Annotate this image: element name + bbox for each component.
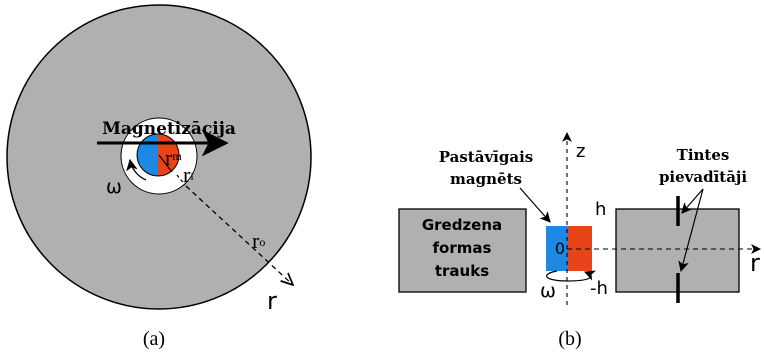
rotation-arrow-b (546, 270, 597, 282)
ro-label: ro (252, 228, 265, 253)
omega-label-b: ω (540, 280, 556, 302)
magnet-label-line2: magnēts (450, 170, 522, 188)
magnet-outline (136, 133, 180, 177)
rm-label: rm (165, 145, 182, 170)
caption-b: (b) (558, 328, 581, 350)
panel-b: Gredzena formas trauks 0 z r ω h -h Past… (398, 132, 761, 350)
rotation-arrow-a (126, 158, 147, 181)
electrodes-callout-bottom (678, 188, 704, 273)
vessel-label-line3: trauks (435, 262, 489, 280)
electrodes-label-line2: pievadītāji (659, 168, 747, 186)
origin-label: 0 (555, 239, 565, 258)
magnet-blue-half (546, 226, 568, 271)
r-axis-label-a: r (267, 287, 277, 315)
ri-radius-line (176, 174, 186, 186)
panel-a: Magnetizācija rm ri ω ro r (a) (6, 4, 312, 350)
h-bottom-label: -h (590, 278, 608, 299)
electrodes-callout-top (681, 188, 704, 214)
r-axis-label-b: r (750, 249, 760, 277)
vessel-label-line2: formas (433, 239, 492, 257)
electrodes-label-line1: Tintes (677, 146, 730, 164)
magnet-label-line1: Pastāvīgais (439, 148, 533, 166)
omega-label-a: ω (106, 176, 122, 198)
magnet-callout-arrow (519, 187, 551, 223)
ri-label: ri (183, 162, 194, 187)
caption-a: (a) (143, 328, 165, 350)
radial-dashed-line (185, 185, 293, 285)
h-top-label: h (595, 199, 606, 220)
magnetization-label: Magnetizācija (102, 119, 236, 139)
rm-radius-line (158, 154, 173, 173)
vessel-label-line1: Gredzena (422, 216, 502, 234)
vessel-left-section (398, 208, 527, 293)
z-axis-label: z (576, 141, 585, 162)
